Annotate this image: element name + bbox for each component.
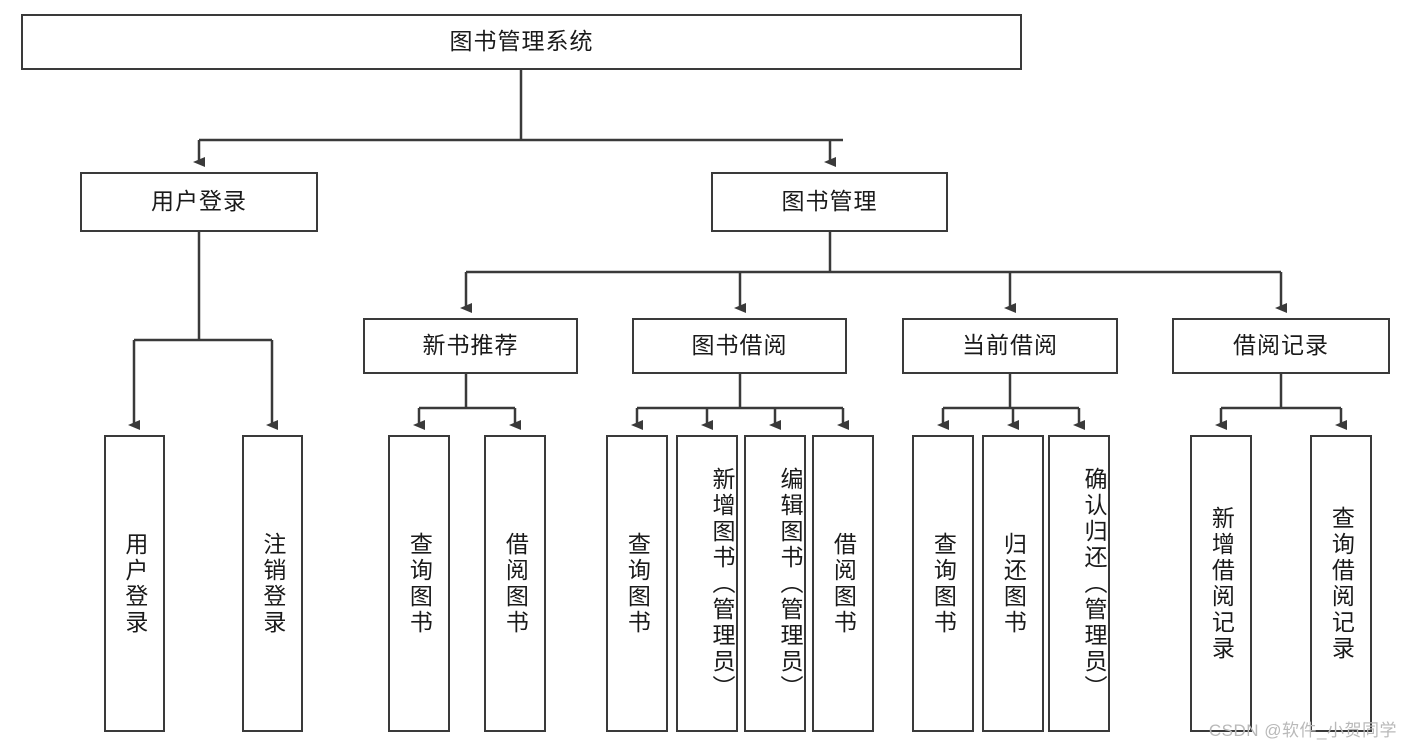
node-leaf-confirm-return-admin[interactable]: 确认归还（管理员） xyxy=(1048,435,1110,732)
node-new-book-recommend[interactable]: 新书推荐 xyxy=(363,318,578,374)
node-leaf-confirm-return-admin-label: 确认归还（管理员） xyxy=(1081,466,1107,701)
node-leaf-logout-login[interactable]: 注销登录 xyxy=(242,435,303,732)
node-leaf-user-login-label: 用户登录 xyxy=(121,531,148,636)
node-book-management[interactable]: 图书管理 xyxy=(711,172,948,232)
node-current-borrow-label: 当前借阅 xyxy=(962,332,1058,359)
node-leaf-edit-book-admin[interactable]: 编辑图书（管理员） xyxy=(744,435,806,732)
node-leaf-return-book[interactable]: 归还图书 xyxy=(982,435,1044,732)
node-leaf-add-book-admin-label: 新增图书（管理员） xyxy=(709,466,735,701)
node-leaf-borrow-book-label: 借阅图书 xyxy=(830,531,857,636)
node-leaf-query-borrow-record[interactable]: 查询借阅记录 xyxy=(1310,435,1372,732)
node-leaf-query-book-borrow-label: 查询图书 xyxy=(624,531,651,636)
node-new-book-recommend-label: 新书推荐 xyxy=(422,332,519,359)
node-leaf-query-book-current-label: 查询图书 xyxy=(930,531,957,636)
node-leaf-query-book-recommend[interactable]: 查询图书 xyxy=(388,435,450,732)
node-leaf-add-book-admin[interactable]: 新增图书（管理员） xyxy=(676,435,738,732)
node-leaf-add-borrow-record[interactable]: 新增借阅记录 xyxy=(1190,435,1252,732)
node-leaf-edit-book-admin-label: 编辑图书（管理员） xyxy=(777,466,803,701)
node-user-login[interactable]: 用户登录 xyxy=(80,172,318,232)
node-leaf-query-book-current[interactable]: 查询图书 xyxy=(912,435,974,732)
node-root[interactable]: 图书管理系统 xyxy=(21,14,1022,70)
node-root-label: 图书管理系统 xyxy=(449,28,594,55)
node-leaf-logout-login-label: 注销登录 xyxy=(259,531,286,636)
node-leaf-query-book-borrow[interactable]: 查询图书 xyxy=(606,435,668,732)
node-leaf-return-book-label: 归还图书 xyxy=(1000,531,1027,636)
node-leaf-borrow-book-recommend[interactable]: 借阅图书 xyxy=(484,435,546,732)
node-leaf-user-login[interactable]: 用户登录 xyxy=(104,435,165,732)
csdn-watermark: CSDN @软件_小贺同学 xyxy=(1208,721,1397,740)
node-leaf-query-borrow-record-label: 查询借阅记录 xyxy=(1328,505,1355,662)
node-borrow-record-label: 借阅记录 xyxy=(1233,332,1329,359)
node-borrow-record[interactable]: 借阅记录 xyxy=(1172,318,1390,374)
node-leaf-borrow-book[interactable]: 借阅图书 xyxy=(812,435,874,732)
node-current-borrow[interactable]: 当前借阅 xyxy=(902,318,1118,374)
node-leaf-borrow-book-recommend-label: 借阅图书 xyxy=(502,531,529,636)
node-book-borrow[interactable]: 图书借阅 xyxy=(632,318,847,374)
node-leaf-query-book-recommend-label: 查询图书 xyxy=(406,531,433,636)
node-book-borrow-label: 图书借阅 xyxy=(691,332,788,359)
node-book-management-label: 图书管理 xyxy=(781,188,878,215)
node-leaf-add-borrow-record-label: 新增借阅记录 xyxy=(1208,505,1235,662)
node-user-login-label: 用户登录 xyxy=(151,188,247,215)
